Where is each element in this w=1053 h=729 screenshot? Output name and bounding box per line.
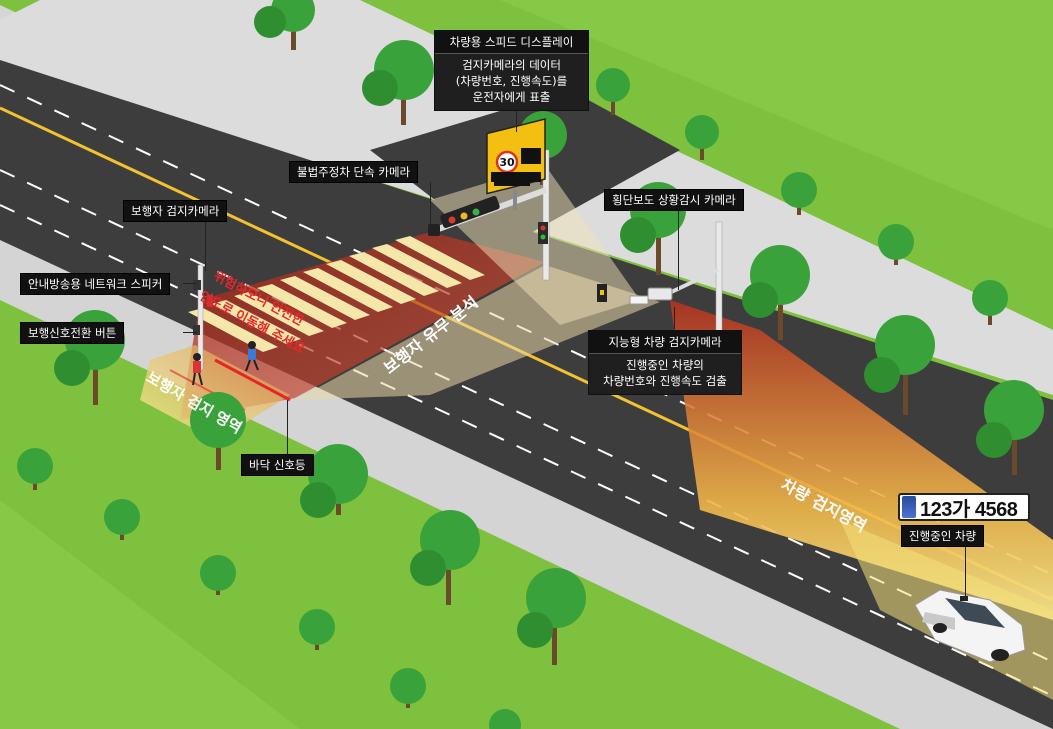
speed-display-sign: 30: [486, 118, 546, 210]
signal-button-label: 보행신호전환 버튼: [20, 322, 125, 344]
speed-display-label: 차량용 스피드 디스플레이 검지카메라의 데이터 (차량번호, 진행속도)를 운…: [434, 30, 589, 111]
speed-limit-value: 30: [499, 156, 515, 169]
broadcast-speaker-label: 안내방송용 네트워크 스피커: [20, 273, 171, 295]
floor-signal-label: 바닥 신호등: [241, 454, 314, 476]
leader-line: [205, 221, 206, 271]
speed-display-desc-line-2: (차량번호, 진행속도)를: [455, 74, 568, 88]
smart-vehicle-camera-desc-line-1: 진행중인 차량의: [626, 358, 704, 372]
lane-line-3: [0, 204, 1053, 697]
trees: [254, 0, 1044, 475]
license-plate: 123가 4568: [898, 493, 1030, 521]
signal-gantry: [428, 149, 550, 281]
pedestrian-camera-label: 보행자 검지카메라: [123, 200, 228, 222]
leader-line: [678, 210, 679, 290]
license-plate-number: 123가 4568: [920, 498, 1018, 521]
leader-line: [287, 400, 288, 455]
speed-display-desc-line-3: 운전자에게 표출: [472, 90, 551, 104]
leader-line: [674, 307, 675, 329]
leader-line-h: [183, 332, 197, 333]
pedestrians: [192, 341, 259, 386]
plate-flag-icon: [902, 496, 916, 518]
grass-stripe: [500, 0, 1053, 230]
grass-stripe: [0, 500, 300, 729]
speed-display-title: 차량용 스피드 디스플레이: [435, 31, 588, 53]
smart-vehicle-camera-title: 지능형 차량 검지카메라: [589, 331, 741, 353]
leader-line: [965, 544, 966, 599]
road-surface: [0, 60, 1053, 729]
illegal-parking-camera-label: 불법주정차 단속 카메라: [289, 161, 419, 183]
leader-line: [430, 182, 431, 227]
leader-line: [516, 107, 517, 132]
speed-display-desc-line-1: 검지카메라의 데이터: [462, 58, 561, 72]
monitor-pole: [629, 221, 723, 343]
leader-line-h: [183, 283, 197, 284]
floor-signal-line: [214, 358, 291, 402]
car: [914, 589, 1026, 663]
crosswalk-monitor-camera-label: 횡단보도 상황감시 카메라: [604, 189, 744, 211]
smart-vehicle-camera-label: 지능형 차량 검지카메라 진행중인 차량의 차량번호와 진행속도 검출: [588, 330, 742, 395]
speed-display-desc: 검지카메라의 데이터 (차량번호, 진행속도)를 운전자에게 표출: [435, 53, 588, 110]
smart-vehicle-camera-desc-line-2: 차량번호와 진행속도 검출: [603, 374, 727, 388]
moving-vehicle-label: 진행중인 차량: [901, 525, 985, 547]
smart-vehicle-camera-desc: 진행중인 차량의 차량번호와 진행속도 검출: [589, 353, 741, 394]
crosswalk: [188, 236, 485, 352]
